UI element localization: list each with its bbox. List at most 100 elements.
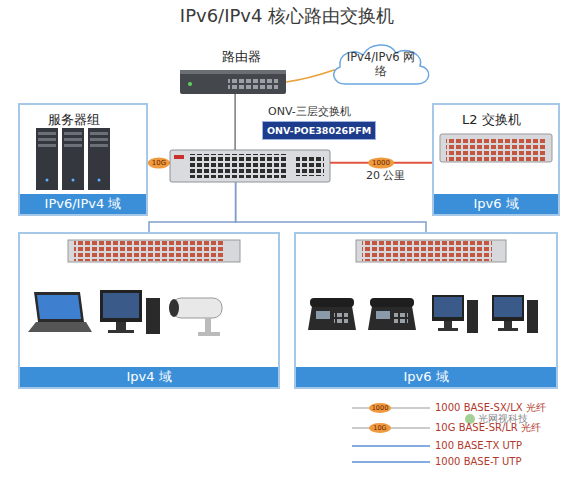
- camera-icon: [198, 332, 220, 336]
- domain-panel: Ipv6 域: [294, 232, 558, 389]
- phone-icon: [316, 311, 330, 319]
- connector-line: [286, 70, 335, 82]
- domain-band: Ipv4 域: [20, 367, 278, 387]
- device-heading: 路由器: [222, 48, 261, 66]
- diagram-title: IPv6/IPv4 核心路由交换机: [0, 4, 574, 28]
- camera-icon: [172, 298, 222, 318]
- edge-label: 1000: [368, 157, 394, 168]
- legend-text: 100 BASE-TX UTP: [435, 440, 522, 452]
- phone-icon: [370, 298, 414, 307]
- legend-badge: 1000: [372, 404, 389, 412]
- server-rack: [88, 128, 110, 190]
- desktop-pc-icon: [100, 290, 142, 322]
- legend-sample: [352, 403, 430, 462]
- distance-note: 20 公里: [366, 168, 406, 183]
- legend-sample: [369, 423, 391, 433]
- desktop-pc-icon: [438, 328, 458, 331]
- domain-name: IPv6/IPv4 域: [45, 196, 122, 211]
- core-switch-device: [170, 150, 330, 182]
- device-heading: ONV-三层交换机: [268, 104, 351, 119]
- l2-switch-device: [440, 134, 552, 162]
- phone-icon: [308, 306, 356, 330]
- desktop-pc-icon: [432, 295, 464, 321]
- panel-heading: 服务器组: [48, 111, 100, 129]
- legend-sample: [352, 445, 430, 447]
- domain-panel: L2 交换机 Ipv6 域: [432, 103, 560, 216]
- router-device: [180, 70, 286, 74]
- server-rack: [36, 128, 58, 190]
- model-number: ONV-POE38026PFM: [262, 121, 376, 140]
- desktop-pc-icon: [434, 297, 462, 317]
- access-switch-device: [356, 240, 506, 262]
- domain-band: IPv6/IPv4 域: [20, 194, 146, 214]
- cloud-outline: [334, 45, 429, 84]
- camera-icon: [169, 299, 179, 317]
- desktop-pc-icon: [498, 328, 518, 331]
- desktop-pc-icon: [494, 297, 522, 317]
- domain-name: Ipv6 域: [473, 196, 518, 211]
- server-rack: [38, 144, 56, 147]
- server-rack: [64, 144, 82, 147]
- server-rack: [72, 179, 75, 182]
- server-rack: [90, 144, 108, 147]
- desktop-pc-icon: [108, 330, 134, 333]
- domain-name: Ipv4 域: [126, 369, 171, 384]
- domain-band: Ipv6 域: [296, 367, 556, 387]
- connector-line: [236, 182, 426, 232]
- laptop-icon: [37, 295, 81, 319]
- legend-text: 1000 BASE-T UTP: [435, 456, 521, 468]
- desktop-pc-icon: [432, 295, 538, 333]
- network-name: IPv4/IPv6 网络: [345, 50, 417, 78]
- desktop-pc-icon: [492, 295, 524, 321]
- laptop-icon: [28, 322, 92, 332]
- connector-line: [149, 182, 236, 232]
- server-rack: [38, 138, 56, 141]
- network-cloud: IPv4/IPv6 网络: [326, 40, 436, 88]
- phone-icon: [310, 298, 354, 307]
- access-switch-device: [68, 240, 240, 262]
- server-rack: [38, 132, 56, 135]
- server-rack: [36, 128, 110, 190]
- domain-name: Ipv6 域: [403, 369, 448, 384]
- access-switch-device: [74, 241, 224, 261]
- edge-label: 10G: [148, 157, 170, 168]
- router-device: [188, 82, 192, 86]
- server-rack: [90, 132, 108, 135]
- core-switch-device: [170, 150, 330, 182]
- phone-icon: [368, 306, 416, 330]
- phone-icon: [308, 298, 416, 330]
- core-switch-node: ONV-三层交换机ONV-POE38026PFM: [170, 150, 330, 182]
- core-switch-device: [174, 155, 184, 159]
- desktop-pc-icon: [146, 298, 160, 334]
- domain-panel: 服务器组 IPv6/IPv4 域: [18, 103, 148, 216]
- router-device: [180, 70, 286, 94]
- desktop-pc-icon: [100, 290, 160, 334]
- access-switch-device: [68, 240, 506, 262]
- camera-icon: [205, 318, 211, 332]
- domain-panel: Ipv4 域: [18, 232, 280, 389]
- phone-icon: [334, 312, 348, 324]
- legend-sample: [352, 461, 430, 463]
- desktop-pc-icon: [116, 322, 126, 330]
- laptop-icon: [28, 292, 92, 332]
- desktop-pc-icon: [444, 321, 452, 328]
- desktop-pc-icon: [103, 293, 139, 318]
- camera-icon: [169, 298, 222, 336]
- phone-icon: [394, 312, 408, 324]
- router-node: 路由器: [180, 70, 286, 94]
- router-device: [228, 77, 278, 91]
- domain-band: Ipv6 域: [434, 194, 558, 214]
- server-rack: [64, 138, 82, 141]
- core-switch-device: [190, 154, 288, 178]
- phone-icon: [376, 311, 390, 319]
- server-rack: [46, 179, 49, 182]
- legend-text: 1000 BASE-SX/LX 光纤: [435, 402, 546, 414]
- access-switch-device: [362, 241, 492, 261]
- server-rack: [64, 132, 82, 135]
- l2-switch-device: [440, 134, 552, 162]
- l2-switch-device: [446, 137, 546, 161]
- panel-heading: L2 交换机: [462, 111, 521, 129]
- connector-line: [234, 94, 236, 150]
- desktop-pc-icon: [527, 300, 538, 333]
